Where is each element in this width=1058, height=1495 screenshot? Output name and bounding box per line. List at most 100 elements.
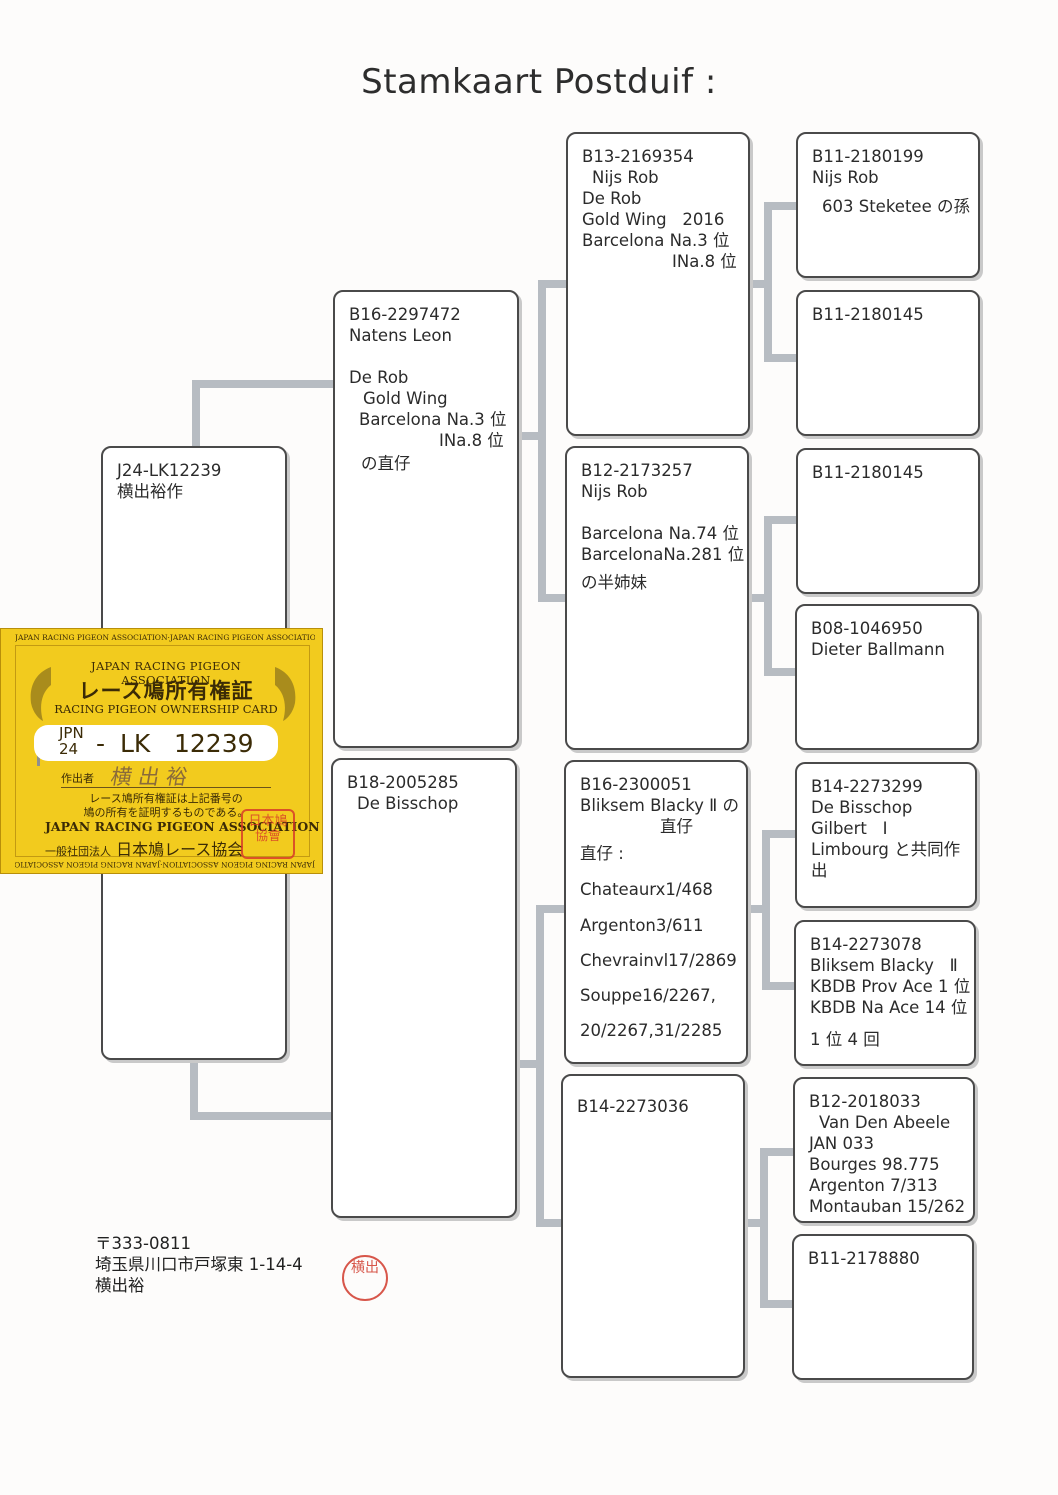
connector: [764, 516, 798, 524]
pigeon-note: Barcelona Na.3 位: [582, 231, 730, 250]
ring-number: B18-2005285: [347, 773, 459, 792]
card-border-text: JAPAN RACING PIGEON ASSOCIATION·JAPAN RA…: [15, 860, 315, 869]
connector: [762, 982, 796, 990]
pigeon-note: Gold Wing: [363, 389, 448, 408]
ring-number: B11-2180199: [812, 147, 924, 166]
connector: [538, 280, 546, 602]
pigeon-note: BarcelonaNa.281 位: [581, 545, 745, 564]
pigeon-note: Souppe16/2267,: [580, 986, 716, 1005]
connector: [748, 280, 766, 288]
pigeon-note: の半姉妹: [581, 573, 647, 592]
association-name-en: JAPAN RACING PIGEON ASSOCIATION: [91, 659, 241, 687]
pigeon-note: Nijs Rob: [592, 168, 659, 187]
ring-number: B08-1046950: [811, 619, 923, 638]
pigeon-note: Chateaurx1/468: [580, 880, 713, 899]
dam-dam-dam-box: B11-2178880: [792, 1234, 974, 1380]
sire-dam-sire-box: B11-2180145: [796, 448, 980, 594]
connector: [538, 594, 566, 602]
signature-line: [61, 787, 271, 788]
pigeon-note: KBDB Prov Ace 1 位: [810, 977, 971, 996]
pigeon-note: De Bisschop: [811, 798, 913, 817]
ring-number: B11-2180145: [812, 305, 924, 324]
association-name: 日本鳩レース協会: [116, 840, 244, 859]
pigeon-note: Bourges 98.775: [809, 1155, 940, 1174]
pigeon-note: Bliksem Blacky Ⅱ: [810, 956, 958, 975]
pigeon-note: Gold Wing 2016: [582, 210, 725, 229]
ring-number-field: JPN 24 - LK 12239: [34, 725, 278, 761]
pigeon-note: 出: [811, 861, 828, 880]
ring-number: B14-2273036: [577, 1097, 689, 1116]
connector: [518, 432, 540, 440]
connector: [764, 516, 772, 676]
connector: [764, 668, 798, 676]
pigeon-note: Barcelona Na.3 位: [359, 410, 507, 429]
connector: [192, 380, 334, 388]
page-title: Stamkaart Postduif :: [361, 62, 717, 102]
connector: [516, 1060, 538, 1068]
connector: [762, 830, 770, 990]
card-border-text: JAPAN RACING PIGEON ASSOCIATION·JAPAN RA…: [15, 633, 315, 642]
pigeon-note: Nijs Rob: [812, 168, 879, 187]
card-title-en: RACING PIGEON OWNERSHIP CARD: [54, 702, 278, 716]
pigeon-note: 20/2267,31/2285: [580, 1021, 723, 1040]
sire-sire-dam-box: B11-2180145: [796, 290, 980, 436]
ring-number: B12-2018033: [809, 1092, 921, 1111]
connector: [536, 905, 564, 913]
connector: [190, 1060, 198, 1120]
pigeon-note: Natens Leon: [349, 326, 452, 345]
breeder-address: 〒333-0811 埼玉県川口市戸塚東 1-14-4 横出裕: [95, 1233, 303, 1296]
connector: [538, 280, 566, 288]
pigeon-note: Argenton 7/313: [809, 1176, 938, 1195]
pigeon-note: Dieter Ballmann: [811, 640, 945, 659]
connector: [764, 354, 798, 362]
pigeon-note: Chevrainvl17/2869: [580, 951, 737, 970]
connector: [192, 380, 200, 448]
pigeon-note: Limbourg と共同作: [811, 840, 961, 859]
connector: [746, 1219, 762, 1227]
pigeon-note: INa.8 位: [672, 252, 737, 271]
pigeon-note: De Rob: [349, 368, 409, 387]
pigeon-note: Gilbert Ⅰ: [811, 819, 888, 838]
breeder-label: 作出者: [61, 772, 94, 785]
connector: [190, 1112, 332, 1120]
pigeon-note: INa.8 位: [439, 431, 504, 450]
ring-digits: 12239: [174, 729, 254, 758]
pigeon-note: Van Den Abeele: [819, 1113, 951, 1132]
ring-number: B14-2273078: [810, 935, 922, 954]
card-frame: [15, 645, 310, 857]
ring-number: B16-2300051: [580, 775, 692, 794]
connector: [536, 905, 544, 1227]
certificate-text: レース鳩所有権証は上記番号の: [89, 792, 243, 805]
connector: [746, 905, 764, 913]
association-prefix: 一般社団法人: [45, 845, 111, 858]
pigeon-note: JAN 033: [809, 1134, 874, 1153]
country-code: JPN: [59, 724, 84, 742]
ring-year: 24: [59, 740, 79, 758]
pigeon-note: Nijs Rob: [581, 482, 648, 501]
pigeon-note: 直仔 :: [580, 844, 624, 863]
card-title-jp: レース鳩所有権証: [78, 679, 254, 703]
ring-separator: -: [96, 729, 106, 758]
eagle-wing-icon: [30, 667, 51, 721]
hanko-stamp: 横出: [342, 1255, 388, 1301]
pigeon-note: 1 位 4 回: [810, 1030, 880, 1049]
ring-number: B11-2180145: [812, 463, 924, 482]
eagle-wing-icon: [275, 667, 296, 721]
ownership-card: JAPAN RACING PIGEON ASSOCIATION·JAPAN RA…: [0, 628, 323, 874]
pigeon-note: De Rob: [582, 189, 642, 208]
pigeon-note: 603 Steketee の孫: [822, 197, 970, 216]
association-name-en: JAPAN RACING PIGEON ASSOCIATION: [45, 819, 320, 834]
ring-number: B13-2169354: [582, 147, 694, 166]
pigeon-note: Montauban 15/262: [809, 1197, 966, 1216]
pigeon-note: Barcelona Na.74 位: [581, 524, 740, 543]
pigeon-note: Bliksem Blacky Ⅱ の: [580, 796, 740, 815]
pigeon-note: Argenton3/611: [580, 916, 704, 935]
